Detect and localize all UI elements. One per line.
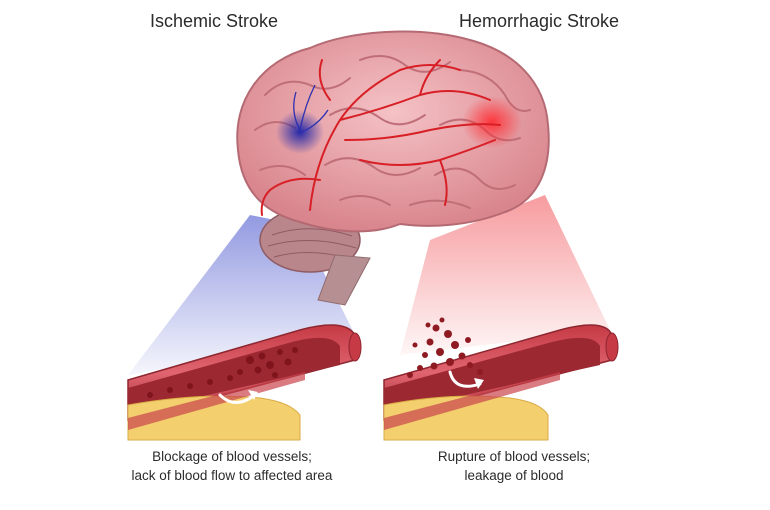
- hemorrhagic-caption-line-2: leakage of blood: [464, 468, 564, 483]
- ischemic-caption-line-1: Blockage of blood vessels;: [152, 449, 312, 464]
- arteries: [260, 59, 501, 216]
- ischemic-clot: [147, 347, 298, 398]
- hemorrhagic-caption-line-1: Rupture of blood vessels;: [437, 449, 591, 464]
- ischemic-area: [276, 110, 324, 154]
- blood-leak-arrow: [448, 370, 482, 388]
- hemorrhage-area: [462, 96, 522, 148]
- hemorrhagic-stroke-title: Hemorrhagic Stroke: [459, 11, 620, 31]
- brainstem: [317, 254, 371, 306]
- leaking-blood-cells: [407, 317, 483, 378]
- hemorrhagic-caption: Rupture of blood vessels; leakage of blo…: [384, 447, 644, 485]
- hemorrhagic-plaque: [383, 395, 549, 441]
- hemorrhagic-projection-beam: [400, 195, 610, 355]
- blocked-vessels: [293, 84, 329, 133]
- ischemic-vessel: [127, 324, 362, 441]
- ischemic-stroke-title: Ischemic Stroke: [150, 11, 279, 31]
- hemorrhagic-vessel: [383, 317, 619, 441]
- ischemic-flow-arrow: [218, 393, 257, 404]
- ischemic-caption-line-2: lack of blood flow to affected area: [131, 468, 333, 483]
- ischemic-caption: Blockage of blood vessels; lack of blood…: [102, 447, 362, 485]
